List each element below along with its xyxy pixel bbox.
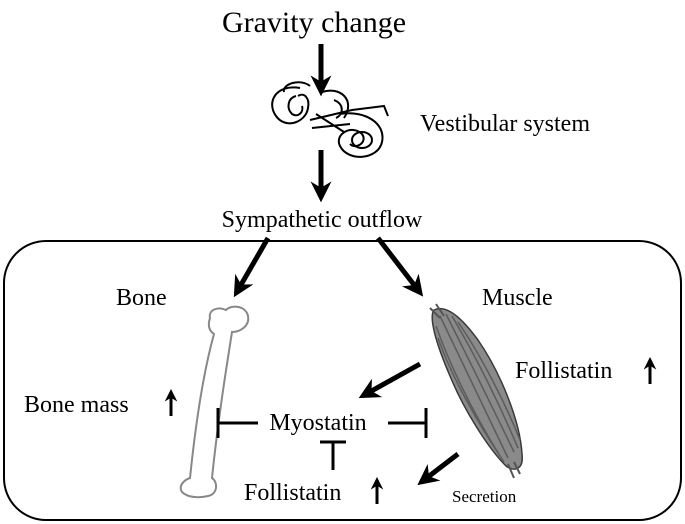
muscle-to-myostatin-arrow	[358, 361, 422, 399]
body-box	[3, 240, 682, 521]
vestibular-system-label: Vestibular system	[420, 111, 590, 137]
myostatin-inhibits-bone	[216, 408, 258, 438]
sympathetic-to-bone-arrow	[233, 236, 271, 298]
muscle-label: Muscle	[482, 285, 553, 311]
follistatin-muscle-label: Follistatin	[515, 358, 612, 384]
inner-ear-icon	[271, 81, 389, 158]
sympathetic-to-muscle-arrow	[376, 236, 424, 297]
femur-bone-icon	[179, 305, 250, 499]
bone-label: Bone	[116, 285, 167, 311]
myostatin-label: Myostatin	[269, 410, 366, 436]
muscle-icon	[429, 303, 523, 479]
follistatin-bottom-label: Follistatin	[244, 480, 341, 506]
myostatin-inhibits-muscle	[388, 408, 428, 438]
title: Gravity change	[222, 6, 406, 39]
bone-mass-label: Bone mass	[24, 392, 129, 418]
sympathetic-outflow-label: Sympathetic outflow	[222, 207, 423, 233]
secretion-label: Secretion	[452, 487, 517, 506]
follistatin-inhibits-myostatin	[320, 440, 346, 470]
secretion-arrow	[417, 452, 460, 486]
